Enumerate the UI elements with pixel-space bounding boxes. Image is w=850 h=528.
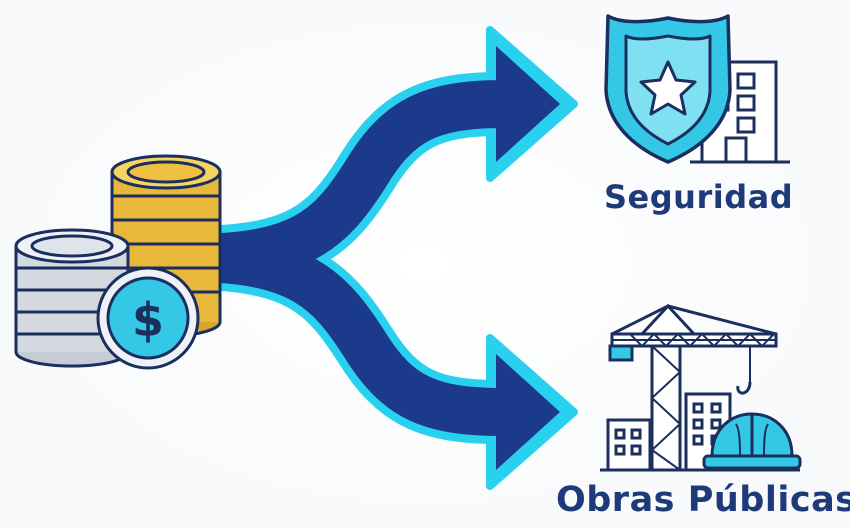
coin-stack-icon: $ bbox=[14, 154, 222, 370]
construction-crane-city-icon bbox=[600, 303, 802, 472]
obras-publicas-label: Obras Públicas bbox=[556, 480, 850, 520]
crane-icon bbox=[608, 303, 778, 472]
shield-icon bbox=[604, 14, 732, 164]
hard-hat-icon bbox=[702, 412, 802, 470]
seguridad-label: Seguridad bbox=[604, 178, 794, 216]
star-icon bbox=[639, 60, 697, 116]
police-badge-building-icon bbox=[604, 14, 790, 164]
svg-text:$: $ bbox=[132, 293, 164, 347]
dollar-coin-icon: $ bbox=[96, 266, 200, 370]
split-arrow bbox=[189, 26, 578, 490]
